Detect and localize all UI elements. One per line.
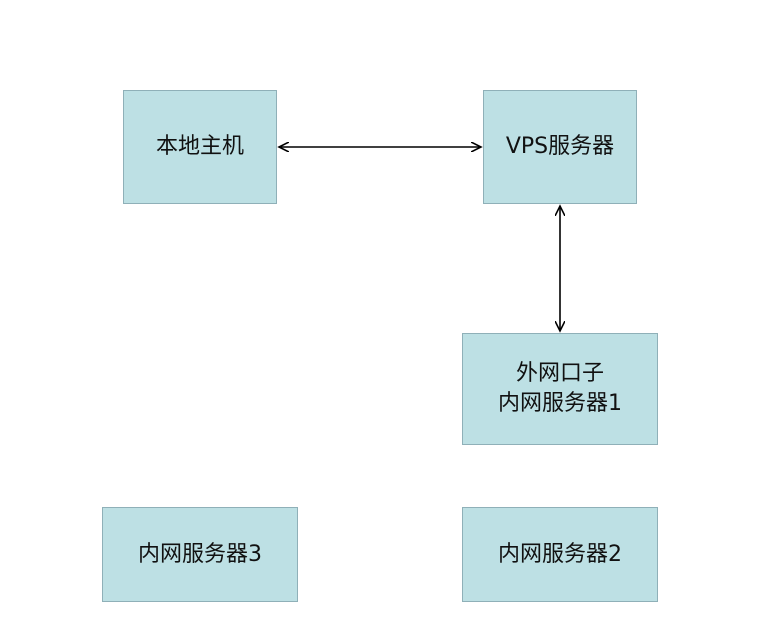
node-inner-server-1-line1: 外网口子: [515, 361, 604, 386]
node-inner-server-2: 内网服务器2: [462, 507, 658, 602]
node-inner-server-2-label: 内网服务器2: [498, 541, 622, 567]
node-inner-server-3: 内网服务器3: [102, 507, 298, 602]
node-local-host: 本地主机: [123, 90, 277, 204]
node-local-host-label: 本地主机: [155, 134, 244, 159]
node-vps-server-label: VPS服务器: [505, 134, 615, 159]
node-inner-server-1-line2: 内网服务器1: [498, 391, 622, 416]
node-inner-server-3-label: 内网服务器3: [138, 541, 262, 567]
node-vps-server: VPS服务器: [483, 90, 637, 204]
node-inner-server-1: 外网口子 内网服务器1: [462, 333, 658, 445]
